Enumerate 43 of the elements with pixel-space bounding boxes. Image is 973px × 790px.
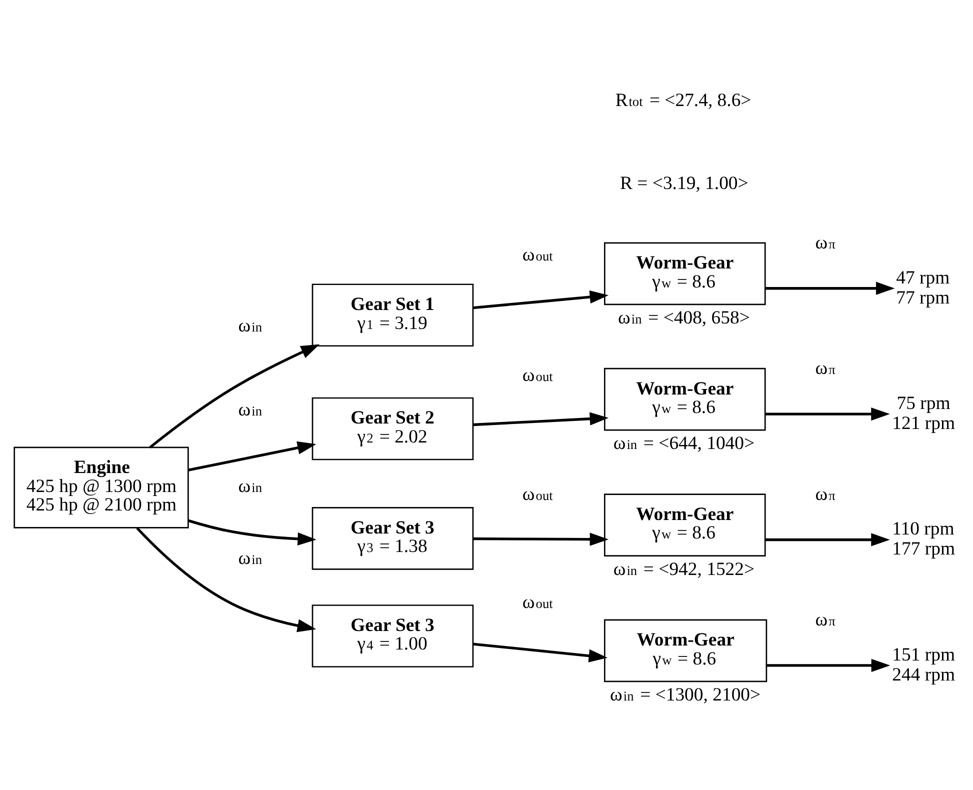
arrow (136, 527, 316, 632)
node-label: ωin = <644, 1040> (612, 433, 754, 454)
node-label: ωin = <408, 658> (618, 307, 750, 328)
node-box: Gear Set 2 γ2 = 2.02 (311, 397, 474, 460)
arrow (472, 412, 608, 426)
arrow (187, 519, 316, 546)
arrow (764, 533, 890, 546)
label: Rtot = <27.4, 8.6> (614, 90, 751, 112)
node-text: 151 rpm 244 rpm (892, 644, 954, 686)
edge-label: ωin (238, 548, 262, 570)
edge-label: ωπ (814, 484, 835, 505)
arrow (472, 290, 608, 310)
node-text: 110 rpm 177 rpm (892, 518, 954, 560)
arrow (764, 282, 894, 295)
edge-label: ωin (238, 400, 262, 421)
arrow (188, 441, 316, 472)
edge-label: ωπ (814, 610, 835, 631)
node-box: Engine 425 hp @ 1300 rpm 425 hp @ 2100 rpm (13, 446, 188, 528)
node-text: 47 rpm 77 rpm (896, 267, 950, 308)
arrow (472, 642, 608, 662)
edge-label: ωin (238, 476, 262, 497)
node-box: Worm-Gear γw = 8.6 (604, 619, 767, 682)
edge-label: ωπ (814, 232, 835, 254)
node-box: Worm-Gear γw = 8.6 (604, 494, 766, 556)
arrow (472, 532, 608, 546)
node-label: ωin = <1300, 2100> (610, 684, 760, 706)
edge-label: ωout (522, 364, 552, 386)
arrow (765, 658, 890, 672)
node-box: Worm-Gear γw = 8.6 (604, 368, 766, 431)
node-box: Gear Set 1 γ1 = 3.19 (311, 284, 474, 347)
edge-label: ωout (522, 484, 552, 505)
edge-label: ωπ (814, 358, 835, 380)
edge-label: ωin (238, 315, 262, 336)
arrow (764, 407, 890, 421)
node-box: Gear Set 3 γ3 = 1.38 (311, 506, 474, 570)
edge-label: ωout (522, 592, 552, 614)
node-text: 75 rpm 121 rpm (892, 392, 954, 434)
node-box: Gear Set 3 γ4 = 1.00 (311, 604, 474, 668)
label: R = <3.19, 1.00> (620, 173, 748, 194)
arrow (148, 344, 320, 448)
node-label: ωin = <942, 1522> (612, 558, 754, 580)
edge-label: ωout (522, 244, 552, 266)
node-box: Worm-Gear γw = 8.6 (604, 242, 766, 306)
